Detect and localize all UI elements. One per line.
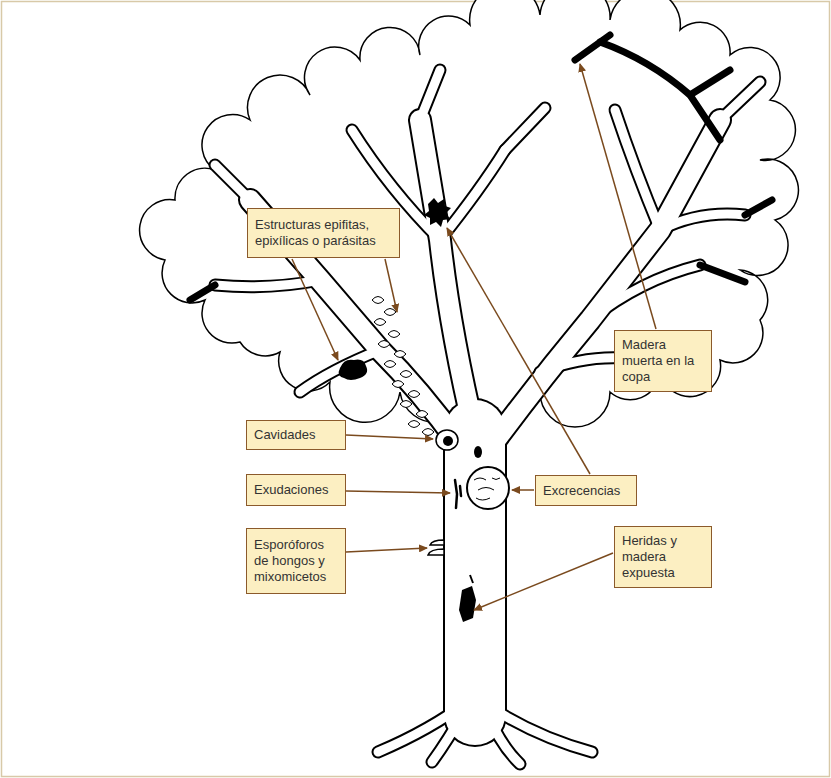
- ivy-leaf: [408, 421, 420, 428]
- callout-box: Heridas y madera expuesta: [614, 526, 712, 588]
- fungus-brackets: [428, 540, 444, 555]
- leader-line: [447, 228, 590, 474]
- bark-crack: [470, 575, 473, 583]
- callout-label: Madera muerta en la copa: [622, 337, 704, 385]
- branch-fill: [215, 70, 760, 764]
- ivy-leaf: [400, 401, 412, 408]
- burl-texture: [474, 478, 500, 500]
- leader-line: [580, 64, 656, 329]
- trunk-knot: [474, 446, 482, 458]
- gall-growth: [424, 198, 451, 227]
- callout-label: Excrecencias: [543, 483, 629, 499]
- callout-box: Excrecencias: [535, 475, 637, 506]
- ivy-leaf: [408, 391, 420, 398]
- leader-line: [346, 491, 450, 493]
- dead-wood: [190, 35, 772, 300]
- dead-branch: [700, 265, 745, 282]
- ivy-leaves: [372, 297, 434, 436]
- callout-box: Cavidades: [246, 420, 346, 450]
- dead-branch: [690, 70, 730, 95]
- leader-line: [385, 259, 397, 312]
- ivy-leaf: [384, 361, 396, 368]
- trunk-cavity: [436, 430, 458, 450]
- leader-lines: [292, 64, 656, 610]
- ivy-leaf: [392, 381, 404, 388]
- fungus-bracket: [430, 540, 444, 545]
- callout-box: Madera muerta en la copa: [614, 330, 712, 392]
- callout-label: Heridas y madera expuesta: [622, 533, 704, 581]
- callout-label: Esporóforos de hongos y mixomicetos: [254, 537, 338, 585]
- mistletoe-clump: [339, 360, 367, 380]
- leader-line: [346, 435, 433, 439]
- ivy-leaf: [374, 319, 386, 326]
- ivy-leaf: [388, 331, 400, 338]
- callout-box: Estructuras epifitas, epixílicas o parás…: [247, 208, 400, 258]
- ivy-leaf: [372, 297, 384, 304]
- bark-wound: [459, 586, 476, 622]
- ivy-leaf: [384, 309, 396, 316]
- dead-branch: [745, 200, 772, 215]
- ivy-leaf: [422, 429, 434, 436]
- ivy-leaf: [416, 411, 428, 418]
- ivy-leaf: [378, 341, 390, 348]
- branch-outline: [215, 70, 760, 764]
- callout-label: Cavidades: [254, 427, 338, 443]
- burl: [467, 467, 509, 509]
- exudation-streak: [455, 480, 461, 508]
- leader-line: [346, 548, 427, 552]
- leader-line: [512, 489, 534, 491]
- callout-box: Exudaciones: [246, 474, 346, 506]
- cavity-hole: [443, 436, 453, 446]
- leader-line: [292, 259, 338, 360]
- ivy-leaf: [394, 351, 406, 358]
- dead-branch: [190, 285, 215, 300]
- callout-box: Esporóforos de hongos y mixomicetos: [246, 528, 346, 594]
- leader-line: [474, 553, 613, 610]
- fungus-bracket: [428, 549, 444, 555]
- callout-label: Exudaciones: [254, 482, 338, 498]
- ivy-leaf: [400, 371, 412, 378]
- callout-label: Estructuras epifitas, epixílicas o parás…: [255, 217, 392, 249]
